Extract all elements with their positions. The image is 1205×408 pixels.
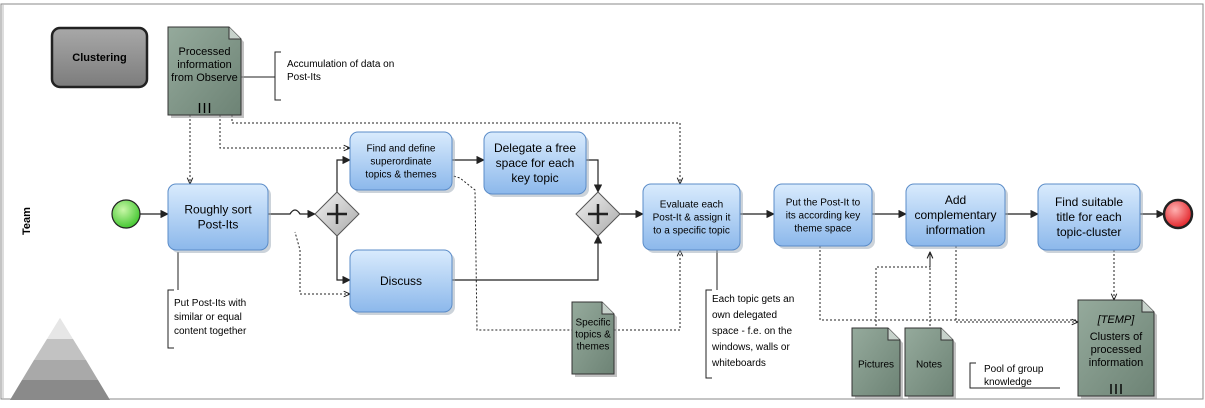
- annotation-line: Pool of group: [984, 364, 1044, 375]
- parallel-gateway-split[interactable]: [314, 191, 360, 237]
- assoc-putpostit-to-temp: [819, 246, 1078, 321]
- doc-pictures[interactable]: Pictures: [851, 327, 903, 399]
- text-line: from Observe: [171, 72, 238, 84]
- flow-gw1-to-discuss: [336, 236, 351, 285]
- flow-delegate-to-gw2: [586, 159, 603, 193]
- annotation-pool: Pool of group knowledge: [984, 364, 1044, 388]
- clustering-button-label: Clustering: [72, 52, 126, 64]
- text-line: Roughly sort: [184, 203, 252, 217]
- text-line: Evaluate each: [660, 200, 723, 211]
- annotation-line: Accumulation of data on: [287, 59, 394, 70]
- annotation-line: whiteboards: [711, 358, 766, 369]
- text-line: processed: [1091, 344, 1142, 356]
- text-line: Find and define: [367, 144, 436, 155]
- annotation-line: space - f.e. on the: [712, 326, 792, 337]
- text-line: Post-Its: [198, 218, 239, 232]
- annotation-line: Put Post-Its with: [174, 298, 246, 309]
- flow-discuss-to-gw2: [452, 235, 603, 281]
- text-line: Delegate a free: [494, 141, 576, 155]
- text-line: topics & themes: [365, 170, 436, 181]
- text-line: Specific: [575, 318, 610, 329]
- pyramid-logo: [10, 318, 110, 400]
- text-line: topic-cluster: [1057, 225, 1122, 239]
- doc-notes[interactable]: Notes: [904, 327, 956, 399]
- text-line: information: [926, 223, 985, 237]
- lane-label: Team: [21, 207, 33, 235]
- annotation-line: Each topic gets an: [712, 294, 794, 305]
- pool-frame: [0, 3, 1204, 400]
- annotation-line: knowledge: [984, 377, 1032, 388]
- task-discuss[interactable]: Discuss: [349, 249, 455, 315]
- data-associations: [190, 115, 1114, 331]
- text-line: topics &: [575, 330, 611, 341]
- text-line: Find suitable: [1055, 195, 1123, 209]
- flow-gw1-to-find: [336, 155, 351, 192]
- assoc-pictures-to-add: [875, 252, 930, 330]
- annotation-line: Post-Its: [287, 72, 321, 83]
- text-line: Clusters of: [1090, 331, 1144, 343]
- assoc-find-to-specific: [449, 174, 572, 331]
- task-put-postit[interactable]: Put the Post-It to its according key theme…: [773, 183, 875, 249]
- end-event[interactable]: [1162, 198, 1194, 230]
- text-line: complementary: [914, 208, 996, 222]
- text-line: to a specific topic: [653, 226, 730, 237]
- clustering-button[interactable]: Clustering: [50, 26, 149, 89]
- parallel-gateway-join[interactable]: [575, 191, 621, 237]
- text-line: superordinate: [370, 157, 432, 168]
- annotation-connectors: [167, 51, 1060, 389]
- annotation-put-together: Put Post-Its with similar or equal content…: [174, 298, 247, 337]
- text-line: Post-It & assign it: [653, 213, 731, 224]
- text-line: Notes: [916, 360, 942, 371]
- text-line: themes: [577, 342, 610, 353]
- flow-roughly-to-gw1: [268, 209, 316, 219]
- text-line: Put the Post-It to: [786, 198, 861, 209]
- annotation-line: own delegated: [712, 310, 777, 321]
- text-line: theme space: [794, 224, 852, 235]
- annotation-line: similar or equal: [174, 312, 242, 323]
- assoc-processed-to-find: [219, 115, 350, 148]
- sequence-flows: [140, 155, 1165, 285]
- text-line: information: [1089, 357, 1143, 369]
- annotation-accumulation: Accumulation of data on Post-Its: [287, 59, 394, 83]
- assoc-add-to-temp: [955, 246, 1078, 322]
- assoc-specific-to-evaluate: [614, 250, 680, 331]
- text-line: key topic: [511, 171, 558, 185]
- text-line: title for each: [1056, 210, 1121, 224]
- task-find-define[interactable]: Find and define superordinate topics & the…: [349, 131, 455, 193]
- annotation-each-topic: Each topic gets an own delegated space - f…: [711, 294, 794, 369]
- assoc-discuss-loop: [294, 231, 350, 294]
- text-line: space for each: [496, 156, 575, 170]
- annotation-line: content together: [174, 326, 247, 337]
- text-line: Pictures: [858, 360, 894, 371]
- text-line: Discuss: [380, 274, 422, 288]
- temp-tag: [TEMP]: [1097, 314, 1136, 326]
- annotation-line: windows, walls or: [711, 342, 790, 353]
- text-line: information: [177, 59, 231, 71]
- text-line: Processed: [179, 46, 231, 58]
- text-line: Add: [945, 193, 966, 207]
- text-line: its according key: [786, 211, 860, 222]
- assoc-processed-to-evaluate: [231, 115, 680, 184]
- start-event[interactable]: [111, 199, 141, 229]
